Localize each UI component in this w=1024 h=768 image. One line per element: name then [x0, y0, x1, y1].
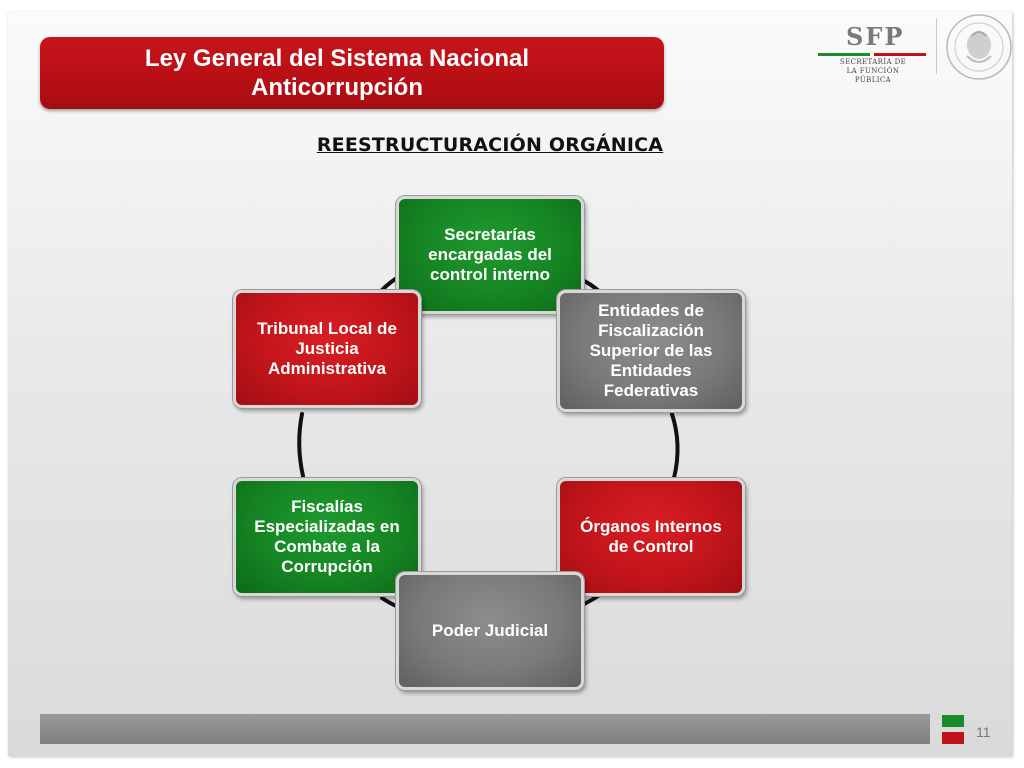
sfp-logo-letters: SFP — [846, 22, 905, 51]
node-tribunal: Tribunal Local de Justicia Administrativ… — [233, 290, 421, 408]
sfp-logo-caption-line2: LA FUNCIÓN PÚBLICA — [846, 67, 900, 84]
logo-divider — [936, 18, 937, 74]
title-banner: Ley General del Sistema Nacional Anticor… — [40, 37, 664, 109]
footer-bar — [40, 714, 930, 744]
node-poder: Poder Judicial — [396, 572, 584, 690]
sfp-logo-caption-line1: SECRETARÍA DE — [839, 58, 907, 66]
flag-green-stripe — [942, 715, 964, 727]
page-number: 11 — [976, 724, 991, 740]
section-subtitle: REESTRUCTURACIÓN ORGÁNICA — [316, 134, 664, 156]
flag-red-stripe — [942, 732, 964, 744]
node-fiscalias: Fiscalías Especializadas en Combate a la… — [233, 478, 421, 596]
node-secretarias: Secretarías encargadas del control inter… — [396, 196, 584, 314]
sfp-logo-tricolor-line — [818, 53, 926, 56]
node-entidades: Entidades de Fiscalización Superior de l… — [557, 290, 745, 412]
node-organos: Órganos Internos de Control — [557, 478, 745, 596]
slide-title: Ley General del Sistema Nacional Anticor… — [144, 45, 530, 101]
sfp-logo: SFP SECRETARÍA DE LA FUNCIÓN PÚBLICA — [810, 20, 930, 84]
sfp-logo-caption: SECRETARÍA DE LA FUNCIÓN PÚBLICA — [828, 58, 918, 85]
national-seal-icon — [946, 14, 1012, 80]
